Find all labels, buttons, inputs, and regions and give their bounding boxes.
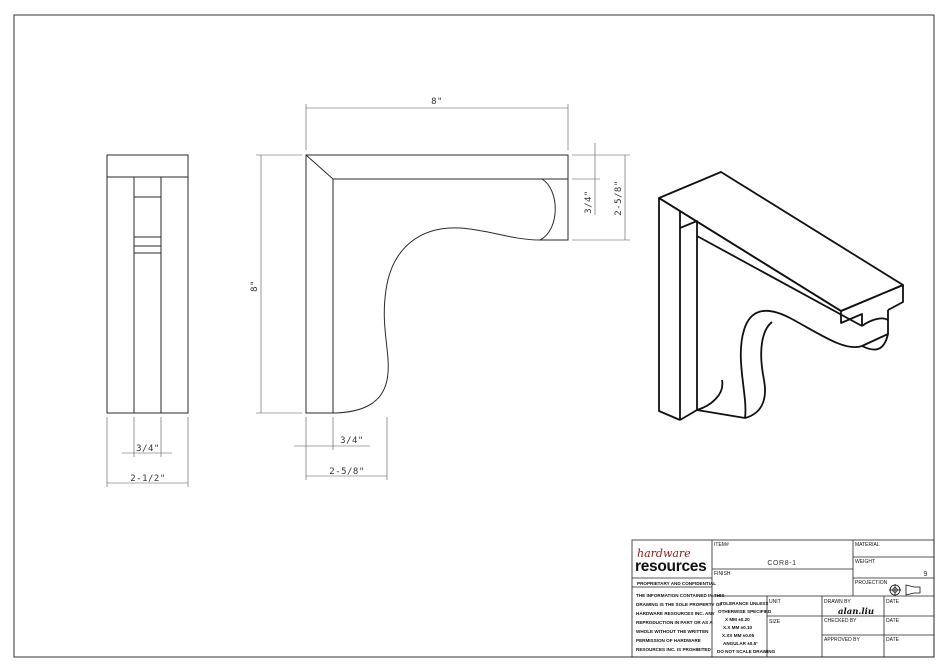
dim-front-right-height: 2-5/8" (614, 180, 624, 216)
dim-side-width: 2-1/2" (130, 474, 166, 484)
isometric-view (658, 171, 904, 421)
svg-text:OTHERWISE SPECIFIED: OTHERWISE SPECIFIED (718, 609, 772, 614)
svg-text:TOLERANCE UNLESS: TOLERANCE UNLESS (720, 601, 768, 606)
size-label: SIZE (769, 619, 781, 625)
projection-label: PROJECTION (855, 580, 888, 586)
hardware-resources-logo: hardware resources (635, 547, 707, 575)
date-label-drawn: DATE (886, 599, 900, 605)
side-view-dimensions (106, 417, 189, 487)
dim-side-inner-width: 3/4" (136, 444, 160, 454)
drawn-by-signature: alan.liu (838, 607, 874, 617)
svg-text:HARDWARE RESOURCES INC. ANY: HARDWARE RESOURCES INC. ANY (636, 611, 715, 616)
item-value: COR8-1 (767, 560, 796, 567)
front-view (305, 154, 569, 414)
dim-front-height: 8" (250, 280, 260, 292)
svg-text:WHOLE WITHOUT THE WRITTEN: WHOLE WITHOUT THE WRITTEN (636, 629, 709, 634)
svg-text:X.XX MM ±0.05: X.XX MM ±0.05 (722, 633, 755, 638)
proprietary-text: THE INFORMATION CONTAINED IN THIS DRAWIN… (636, 593, 724, 652)
dim-front-bottom-thickness: 3/4" (340, 436, 364, 446)
item-label: ITEM# (714, 542, 729, 548)
material-label: MATERIAL (855, 542, 880, 548)
svg-text:X MM ±0.20: X MM ±0.20 (725, 617, 750, 622)
front-view-dimensions (256, 104, 630, 480)
dim-front-top-width: 8" (431, 97, 443, 107)
svg-text:PERMISSION OF HARDWARE: PERMISSION OF HARDWARE (636, 638, 701, 643)
sheet-border (13, 14, 935, 658)
title-block (631, 539, 935, 658)
logo-line1: hardware (637, 547, 691, 560)
svg-text:ANGULAR ±0.5°: ANGULAR ±0.5° (723, 641, 758, 646)
proprietary-heading: PROPRIETARY AND CONFIDENTIAL (637, 581, 716, 586)
side-view (106, 154, 189, 414)
finish-label: FINISH (714, 571, 731, 577)
approved-by-label: APPROVED BY (824, 637, 861, 643)
date-label-checked: DATE (886, 618, 900, 624)
svg-text:REPRODUCTION IN PART OR AS A: REPRODUCTION IN PART OR AS A (636, 620, 713, 625)
date-label-approved: DATE (886, 637, 900, 643)
svg-text:DO NOT SCALE DRAWING: DO NOT SCALE DRAWING (717, 649, 776, 654)
third-angle-projection-icon (889, 584, 921, 596)
weight-value: 9 (924, 571, 929, 578)
dim-front-top-thickness: 3/4" (584, 190, 594, 214)
svg-text:RESOURCES INC. IS PROHIBITED: RESOURCES INC. IS PROHIBITED (636, 647, 711, 652)
checked-by-label: CHECKED BY (824, 618, 857, 624)
logo-line2: resources (635, 558, 706, 575)
svg-text:THE INFORMATION CONTAINED IN T: THE INFORMATION CONTAINED IN THIS (636, 593, 724, 598)
svg-text:DRAWING IS THE SOLE PROPERTY O: DRAWING IS THE SOLE PROPERTY OF (636, 602, 722, 607)
dim-front-bottom-width: 2-5/8" (329, 467, 365, 477)
unit-label: UNIT (769, 599, 781, 605)
tolerance-block: TOLERANCE UNLESS OTHERWISE SPECIFIED X M… (717, 601, 776, 654)
weight-label: WEIGHT (855, 559, 875, 565)
drawn-by-label: DRAWN BY (824, 599, 851, 605)
svg-text:X.X MM ±0.10: X.X MM ±0.10 (723, 625, 753, 630)
